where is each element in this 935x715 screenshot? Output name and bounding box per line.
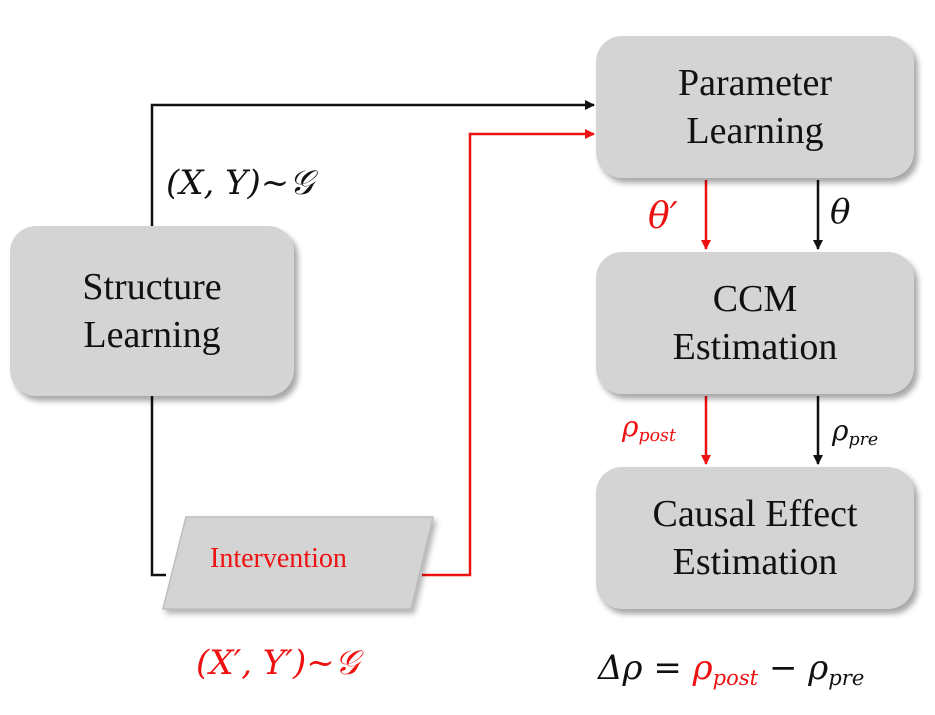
- rho-post-symbol: ρ: [622, 410, 639, 443]
- structure-learning-line1: Structure: [82, 266, 222, 308]
- edge-structure-to-parameter: [150, 100, 595, 226]
- rho-pre-subscript: pre: [848, 429, 879, 450]
- causal-effect-line1: Causal Effect: [652, 493, 858, 535]
- observational-data-label: (X, Y)~𝒢: [166, 163, 314, 203]
- equation-minus: −: [758, 648, 809, 688]
- edge-structure-to-intervention: [150, 396, 166, 577]
- causal-effect-line2: Estimation: [672, 541, 838, 583]
- rho-post-subscript: post: [638, 425, 676, 446]
- parameter-learning-line1: Parameter: [677, 62, 833, 104]
- ccm-estimation-box: CCM Estimation: [596, 252, 914, 394]
- equation-pre-subscript: pre: [828, 664, 865, 690]
- ccm-estimation-line2: Estimation: [672, 326, 838, 368]
- equation-post-subscript: post: [712, 664, 759, 690]
- rho-pre-symbol: ρ: [832, 414, 849, 447]
- causal-effect-estimation-box: Causal Effect Estimation: [596, 467, 914, 609]
- ccm-estimation-line1: CCM: [712, 278, 798, 320]
- rho-pre-label: ρpre: [832, 414, 878, 450]
- intervention-node: [162, 516, 434, 610]
- structure-learning-box: Structure Learning: [10, 226, 294, 396]
- structure-learning-line2: Learning: [83, 314, 221, 356]
- theta-label: θ: [830, 192, 851, 232]
- equation-pre-symbol: ρ: [808, 648, 829, 688]
- edge-intervention-to-parameter: [422, 129, 595, 577]
- theta-prime-label: θ′: [648, 196, 678, 237]
- rho-post-label: ρpost: [622, 410, 676, 446]
- parameter-learning-box: Parameter Learning: [596, 36, 914, 178]
- equation-lhs: Δρ =: [598, 648, 693, 688]
- parameter-learning-line2: Learning: [686, 110, 824, 152]
- equation-post-symbol: ρ: [692, 648, 713, 688]
- causal-effect-equation: Δρ = ρpost − ρpre: [598, 648, 864, 690]
- interventional-data-label: (X′, Y′)~𝒢: [196, 643, 359, 683]
- intervention-label: Intervention: [210, 543, 347, 574]
